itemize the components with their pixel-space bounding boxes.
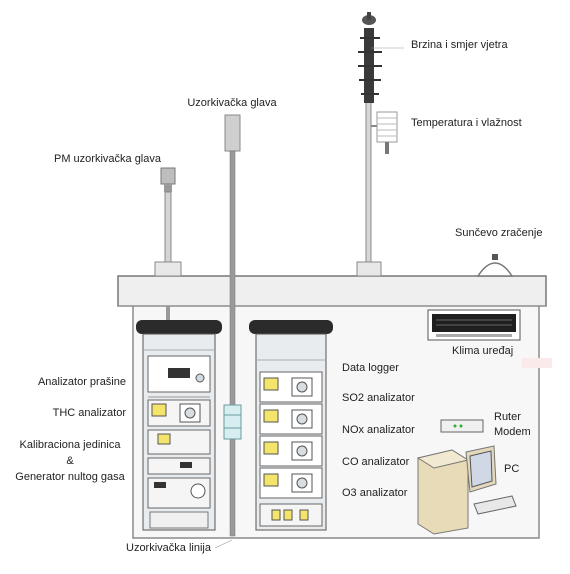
label-pc: PC	[504, 463, 520, 475]
router-icon	[440, 419, 484, 433]
label-calib-1: Kalibraciona jedinica	[19, 439, 121, 451]
temperature-sensor-icon	[371, 111, 398, 154]
label-sampling-head: Uzorkivačka glava	[187, 97, 277, 109]
label-co: CO analizator	[342, 456, 410, 468]
label-router-1: Ruter	[494, 411, 521, 423]
label-wind: Brzina i smjer vjetra	[411, 39, 508, 51]
label-dust-analyzer: Analizator prašine	[37, 376, 126, 388]
label-data-logger: Data logger	[342, 362, 399, 374]
pm-sampling-head	[154, 167, 182, 326]
left-rack	[136, 320, 222, 531]
label-temp-humidity: Temperatura i vlažnost	[411, 117, 522, 129]
label-pm-head: PM uzorkivačka glava	[54, 153, 161, 165]
sampling-head-pipe	[223, 114, 242, 537]
label-o3: O3 analizator	[342, 487, 408, 499]
label-calib-2: &	[66, 455, 74, 467]
wind-sensor-icon	[358, 12, 382, 103]
label-thc-analyzer: THC analizator	[52, 407, 126, 419]
wind-mast	[356, 12, 398, 277]
label-sampling-line: Uzorkivačka linija	[126, 542, 211, 554]
solar-sensor-icon	[476, 254, 514, 277]
label-nox: NOx analizator	[342, 424, 415, 436]
label-router-2: Modem	[494, 426, 531, 438]
label-calib-3: Generator nultog gasa	[15, 471, 125, 483]
climate-unit	[427, 309, 552, 368]
pc-icon	[416, 445, 517, 535]
label-climate: Klima uređaj	[452, 345, 514, 357]
label-solar: Sunčevo zračenje	[455, 227, 543, 239]
label-so2: SO2 analizator	[342, 392, 415, 404]
right-rack	[249, 320, 333, 531]
